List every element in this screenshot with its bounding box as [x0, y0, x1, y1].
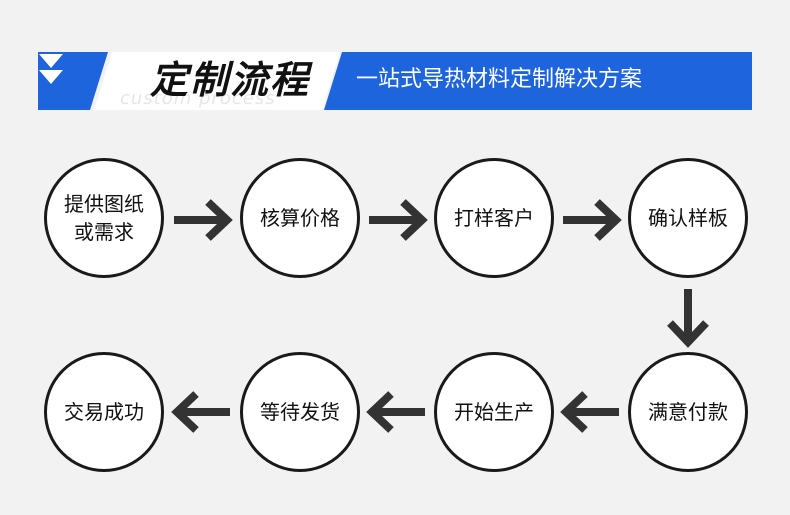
- double-chevron-down-icon: [39, 54, 63, 84]
- step-node: 等待发货: [240, 352, 360, 472]
- step-label: 满意付款: [648, 400, 728, 424]
- step-node: 交易成功: [44, 352, 164, 472]
- step-node: 打样客户: [434, 158, 554, 278]
- banner-title: 定制流程: [150, 58, 311, 102]
- arrow-left-icon: [560, 391, 619, 433]
- step-node: 确认样板: [628, 158, 748, 278]
- step-node: 核算价格: [240, 158, 360, 278]
- step-label: 交易成功: [64, 400, 144, 424]
- step-label: 开始生产: [454, 400, 534, 424]
- arrow-right-icon: [369, 199, 428, 241]
- step-node: 开始生产: [434, 352, 554, 472]
- step-label: 核算价格: [260, 206, 340, 230]
- arrow-left-icon: [366, 391, 425, 433]
- step-node: 满意付款: [628, 352, 748, 472]
- arrow-left-icon: [171, 391, 230, 433]
- banner: custom process 定制流程 一站式导热材料定制解决方案: [38, 52, 752, 110]
- step-label: 打样客户: [454, 206, 534, 230]
- banner-title-english: custom process: [120, 88, 276, 109]
- step-label: 等待发货: [260, 400, 340, 424]
- step-label: 确认样板: [648, 206, 728, 230]
- step-label: 提供图纸 或需求: [64, 192, 144, 244]
- banner-background: [38, 52, 752, 110]
- arrow-down-icon: [667, 289, 709, 348]
- step-node: 提供图纸 或需求: [44, 158, 164, 278]
- arrow-right-icon: [174, 199, 233, 241]
- arrow-right-icon: [563, 199, 622, 241]
- banner-subtitle: 一站式导热材料定制解决方案: [356, 67, 643, 92]
